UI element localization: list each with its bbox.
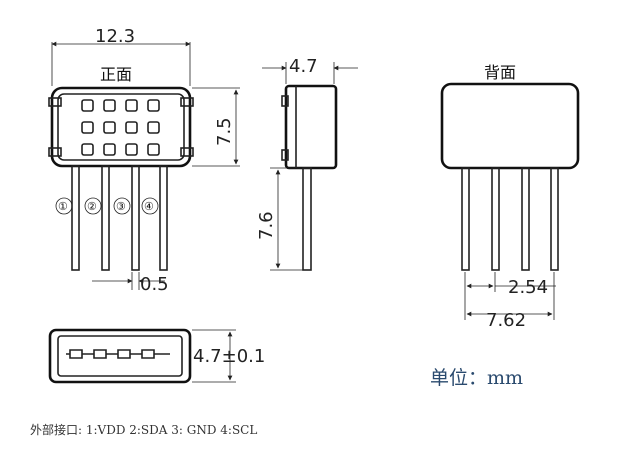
span-dim: 7.62 xyxy=(486,310,526,331)
front-view-title: 正面 xyxy=(100,65,132,84)
pin-numbers: ① ② ③ ④ xyxy=(55,197,159,215)
pin-number-3: ③ xyxy=(116,200,126,213)
side-view: 4.7 7.6 xyxy=(256,56,358,271)
unit-label: 单位：mm xyxy=(430,367,523,389)
pitch-dim: 2.54 xyxy=(508,277,548,298)
front-pins xyxy=(71,165,168,271)
side-width-dim: 4.7 xyxy=(289,56,318,77)
front-width-dim: 12.3 xyxy=(95,26,135,47)
back-pins xyxy=(461,167,559,271)
vent-holes xyxy=(81,99,160,156)
back-view-title: 背面 xyxy=(484,63,516,82)
side-lead-dim: 7.6 xyxy=(256,211,277,240)
pin-number-2: ② xyxy=(87,200,97,213)
bottom-view: 4.7±0.1 xyxy=(48,328,265,384)
footer-text: 外部接口: 1:VDD 2:SDA 3: GND 4:SCL xyxy=(30,422,257,437)
pin-number-1: ① xyxy=(58,200,68,213)
pin-number-4: ④ xyxy=(144,200,154,213)
pin-width-dim: 0.5 xyxy=(140,274,169,295)
back-view: 背面 2.54 7.62 xyxy=(440,63,580,331)
bottom-thickness-dim: 4.7±0.1 xyxy=(193,346,265,367)
front-view: 12.3 正面 7.5 xyxy=(48,26,240,295)
front-height-dim: 7.5 xyxy=(214,117,235,146)
